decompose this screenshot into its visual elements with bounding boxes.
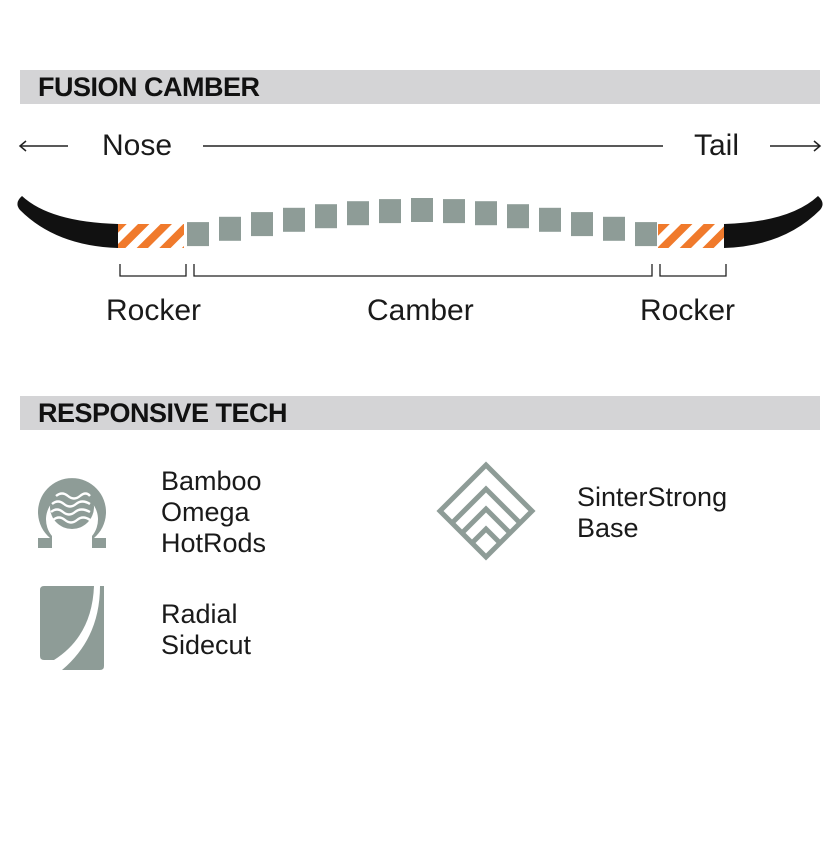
camber-label: Camber [367, 294, 474, 327]
section-header-responsive-tech: RESPONSIVE TECH [20, 396, 820, 430]
camber-block [475, 201, 497, 226]
section-title: FUSION CAMBER [38, 72, 260, 102]
tail-arrow [770, 140, 822, 152]
radial-sidecut-icon [40, 586, 104, 670]
camber-block [635, 222, 657, 247]
camber-block [187, 222, 209, 247]
rocker-label-left: Rocker [106, 294, 202, 327]
omega-bamboo-icon [38, 478, 106, 548]
camber-block [283, 207, 305, 232]
camber-block [379, 199, 401, 224]
tech-label-line: SinterStrong [577, 482, 728, 512]
tech-item-bamboo-omega-hotrods: Bamboo Omega HotRods [161, 466, 266, 559]
bracket-rocker-left [119, 264, 187, 277]
camber-block [571, 212, 593, 237]
tech-item-sinterstrong-base: SinterStrong Base [577, 482, 727, 544]
tech-label-line: Bamboo [161, 466, 262, 496]
bracket-rocker-right [659, 264, 727, 277]
tech-label-line: Base [577, 513, 639, 543]
nose-tip [17, 196, 118, 248]
nose-arrow [18, 140, 68, 152]
tech-label-line: Radial [161, 599, 238, 629]
rocker-label-right: Rocker [640, 294, 736, 327]
section-header-fusion-camber: FUSION CAMBER [20, 70, 820, 104]
section-title: RESPONSIVE TECH [38, 398, 288, 428]
camber-block [219, 216, 241, 241]
tech-label-line: Sidecut [161, 630, 252, 660]
tail-label: Tail [694, 129, 740, 162]
camber-block [443, 199, 465, 224]
camber-block [315, 204, 337, 229]
camber-block [603, 216, 625, 241]
tail-tip [724, 196, 823, 248]
bracket-camber [193, 264, 653, 277]
tech-label-line: HotRods [161, 528, 267, 558]
camber-zone [187, 198, 657, 247]
camber-block [411, 198, 433, 222]
tech-item-radial-sidecut: Radial Sidecut [161, 599, 251, 661]
nose-label: Nose [102, 129, 173, 162]
rocker-zone-right [658, 224, 724, 248]
camber-block [251, 212, 273, 237]
tech-label-line: Omega [161, 497, 250, 527]
rocker-zone-left [118, 224, 184, 248]
layered-diamond-icon [436, 461, 536, 561]
camber-block [539, 207, 561, 232]
camber-block [507, 204, 529, 229]
camber-block [347, 201, 369, 226]
